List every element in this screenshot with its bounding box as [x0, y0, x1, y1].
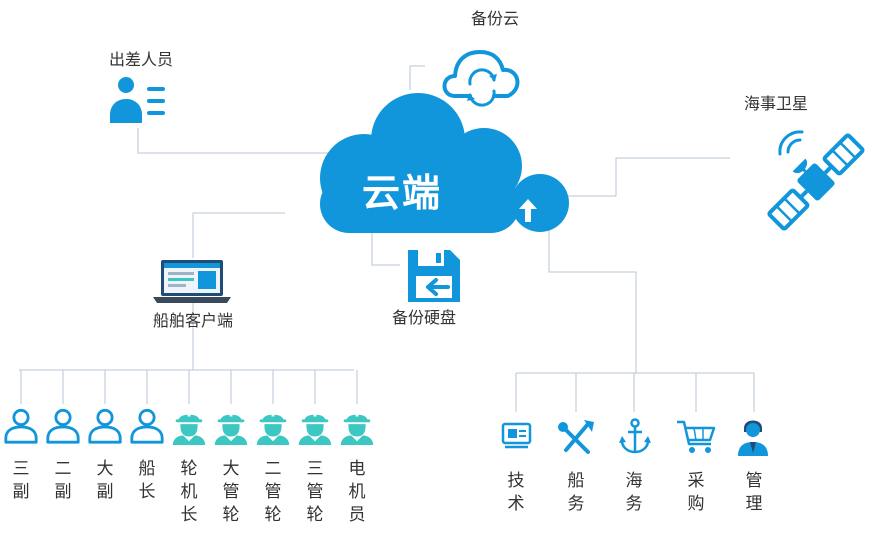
- crew-role-label: 三副: [12, 459, 30, 502]
- crew-role-label: 大管轮: [222, 459, 240, 525]
- crew-role-label: 二副: [54, 459, 72, 502]
- person-outline-icon: [130, 408, 164, 444]
- shopping-cart-icon: [677, 420, 716, 453]
- crew-role-label: 三管轮: [306, 459, 324, 525]
- department-label: 技术: [507, 471, 525, 514]
- manager-icon: [738, 420, 768, 456]
- crew-role-label: 电机员: [348, 459, 366, 525]
- computer-icon: [501, 422, 532, 449]
- person-outline-icon: [88, 408, 122, 444]
- user-list-icon: [110, 77, 165, 123]
- laptop-icon: [153, 260, 231, 303]
- crew-role-label: 船长: [138, 459, 156, 502]
- connector-lines: [19, 65, 754, 374]
- engineer-helmet-icon: [214, 410, 248, 445]
- engineer-helmet-icon: [256, 410, 290, 445]
- crew-role-label: 二管轮: [264, 459, 282, 525]
- department-label: 采购: [687, 471, 705, 514]
- department-label: 海务: [625, 471, 643, 514]
- line-departments: [548, 220, 637, 373]
- person-outline-icon: [4, 408, 38, 444]
- satellite-icon: [767, 130, 865, 231]
- central-cloud-icon: [320, 93, 569, 233]
- anchor-icon: [619, 418, 651, 454]
- line-satellite: [556, 157, 730, 197]
- engineer-helmet-icon: [172, 410, 206, 445]
- cloud-sync-icon: [442, 50, 520, 107]
- traveling-staff-label: 出差人员: [108, 50, 174, 69]
- tools-icon: [558, 420, 594, 454]
- floppy-disk-icon: [408, 250, 460, 302]
- crew-icon-group: [4, 408, 374, 445]
- upload-arrow-icon: [519, 199, 537, 222]
- backup-disk-label: 备份硬盘: [391, 308, 457, 327]
- line-traveling-staff: [137, 128, 340, 154]
- person-outline-icon: [46, 408, 80, 444]
- engineer-helmet-icon: [340, 410, 374, 445]
- backup-cloud-label: 备份云: [470, 9, 520, 28]
- line-ship-client: [192, 212, 285, 258]
- crew-role-label: 轮机长: [180, 459, 198, 525]
- crew-role-label: 大副: [96, 459, 114, 502]
- department-connectors: [515, 373, 755, 412]
- central-cloud-label: 云端: [362, 171, 443, 215]
- line-backup-cloud: [409, 65, 425, 90]
- ship-client-label: 船舶客户端: [152, 311, 234, 330]
- department-label: 管理: [745, 471, 763, 514]
- maritime-satellite-label: 海事卫星: [743, 94, 809, 113]
- line-backup-disk: [371, 232, 400, 266]
- engineer-helmet-icon: [298, 410, 332, 445]
- department-label: 船务: [567, 471, 585, 514]
- crew-connectors: [20, 370, 358, 404]
